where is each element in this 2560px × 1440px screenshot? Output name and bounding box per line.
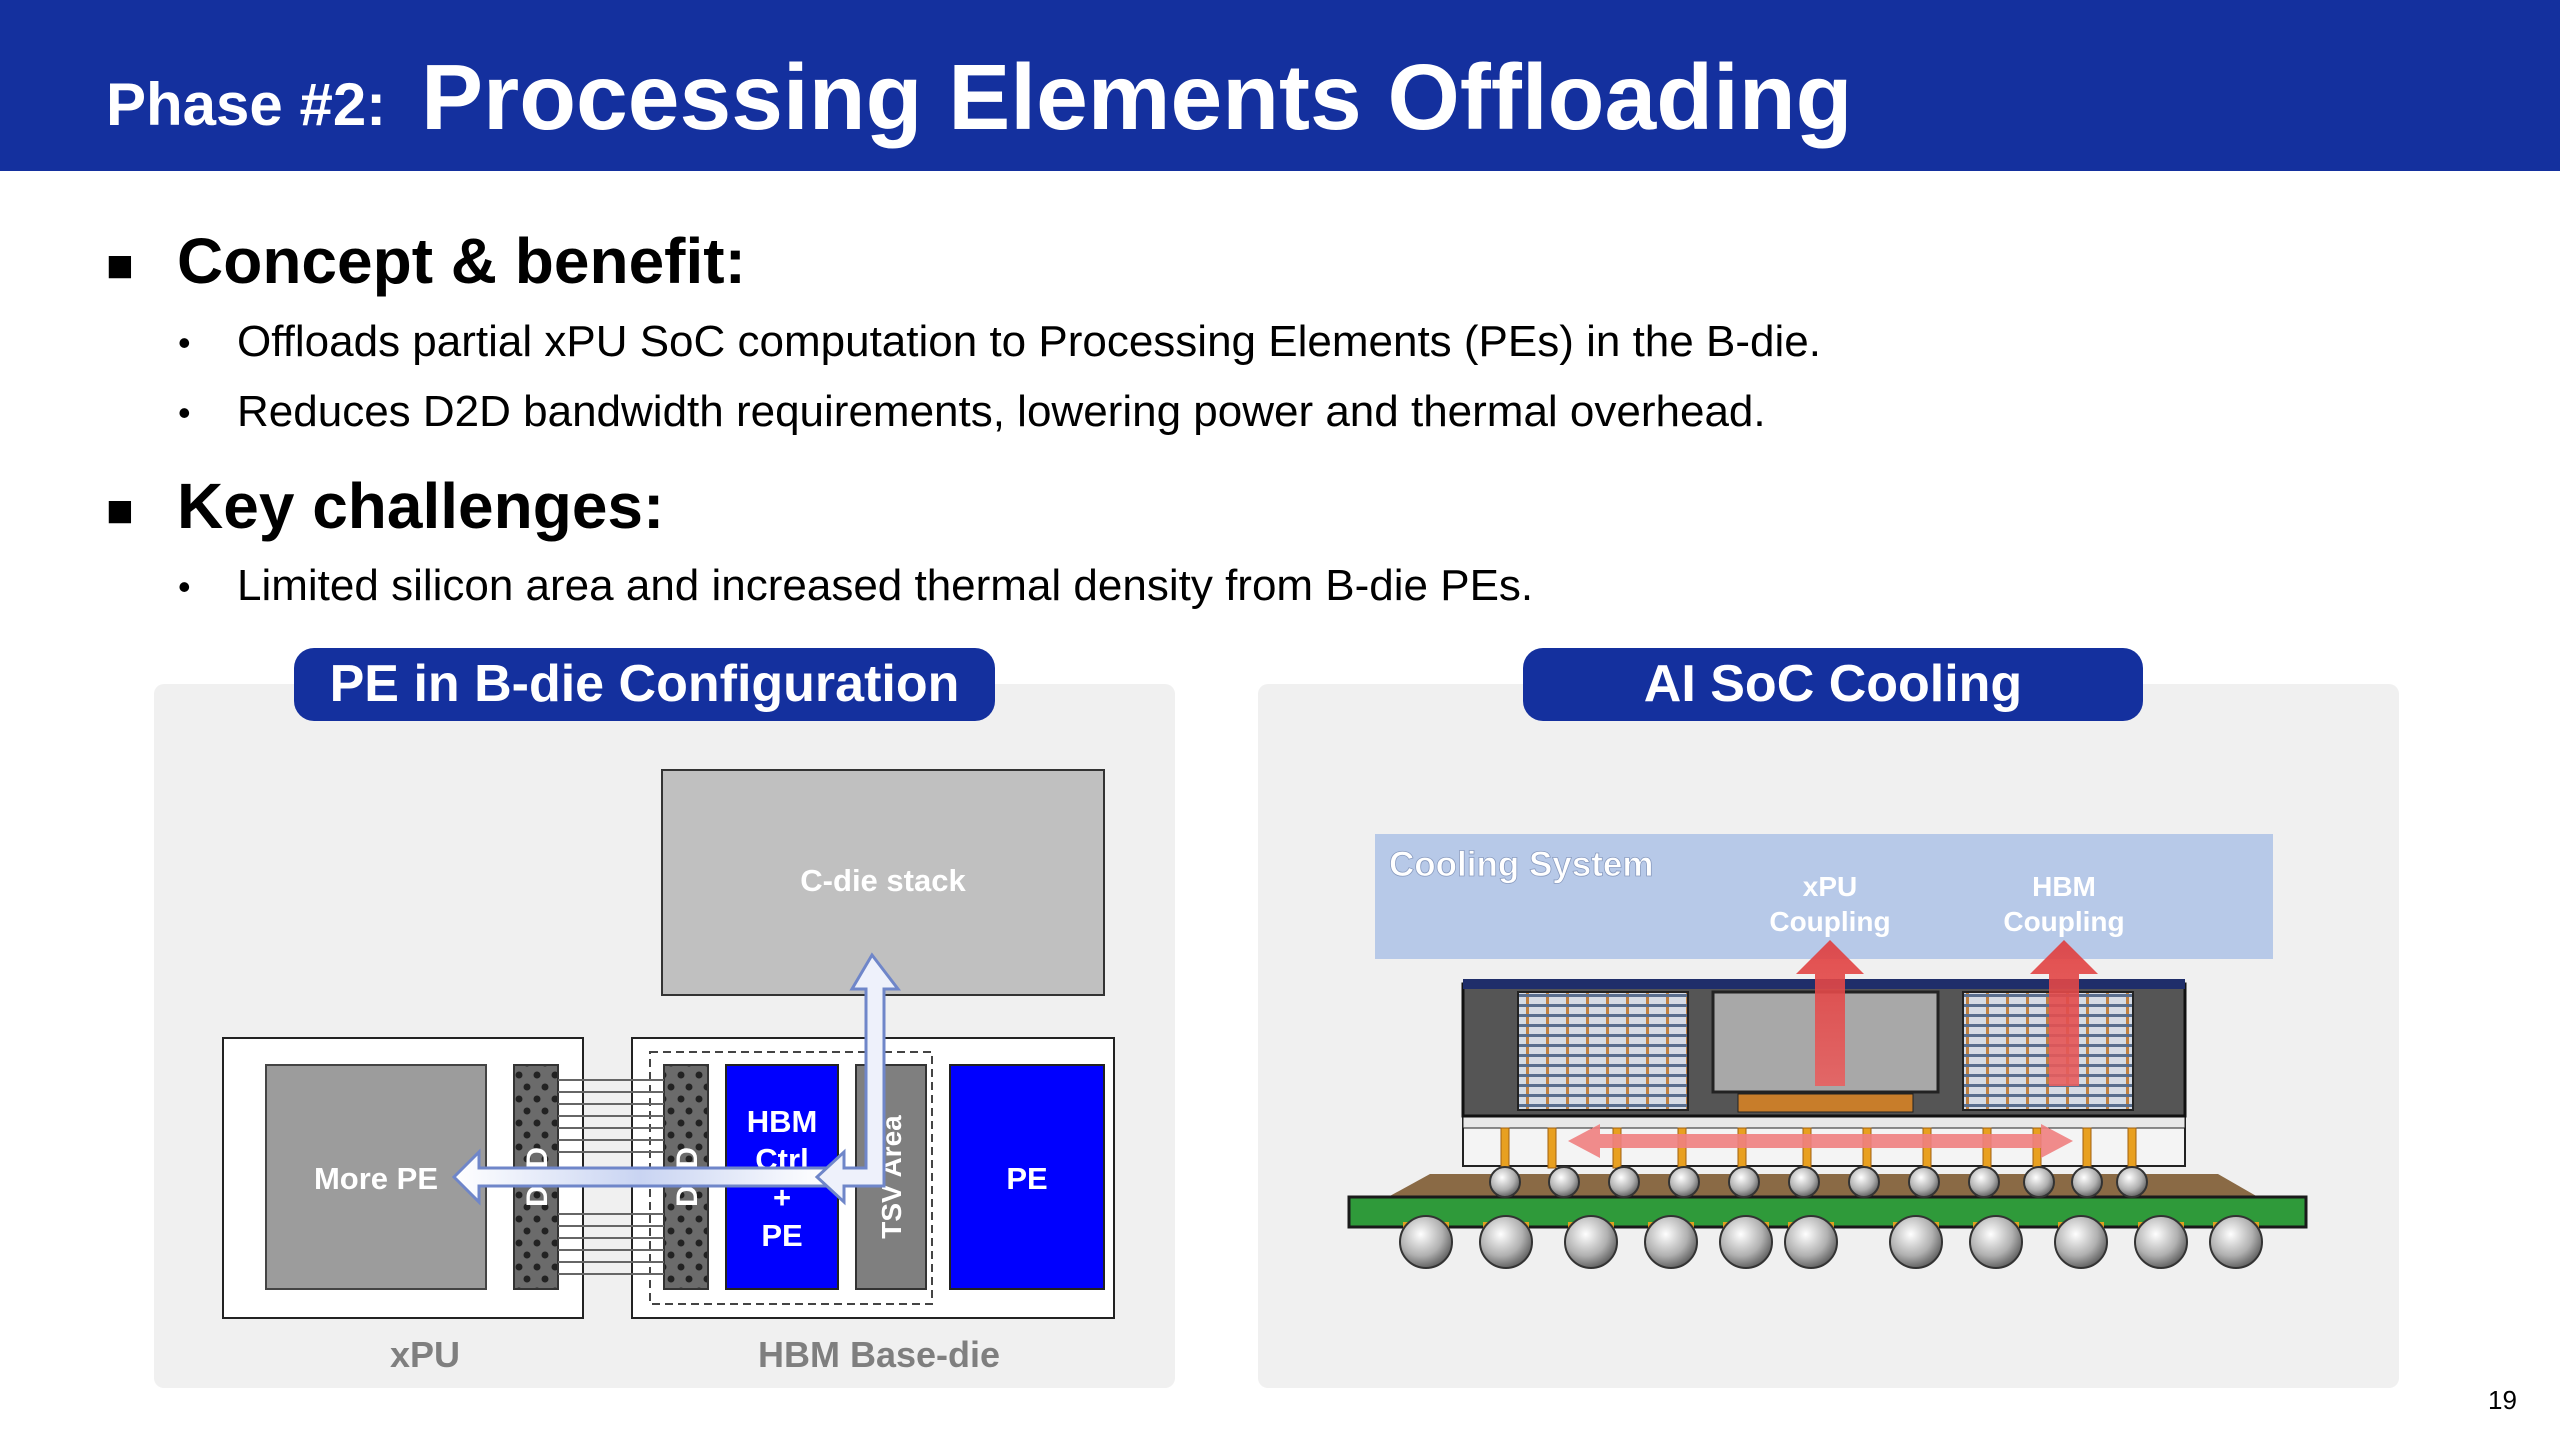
bullet-dot-icon: • [178, 392, 191, 433]
bullet-dot-icon: • [178, 322, 191, 363]
page-title: Processing Elements Offloading [421, 45, 1853, 149]
xpu-coupling-label-1: xPU [1803, 871, 1857, 902]
bullet-text: Offloads partial xPU SoC computation to … [237, 317, 1821, 366]
hbm-coupling-label-2: Coupling [2003, 906, 2124, 937]
more-pe-label: More PE [314, 1161, 438, 1196]
title-bar [0, 0, 2560, 171]
pe-label: PE [1006, 1161, 1047, 1196]
xpu-bumps [1737, 1093, 1914, 1113]
lateral-heat-arrow [1568, 1124, 2073, 1158]
cooling-system-label: Cooling System [1389, 845, 1653, 884]
hbm-ctrl-label-3: + [773, 1180, 791, 1215]
cooling-system-block [1375, 834, 2273, 959]
pe-to-cdie-arrow [814, 952, 902, 1206]
xpu-heat-arrow [1796, 940, 1864, 1086]
hbm-base-die-caption: HBM Base-die [758, 1334, 1000, 1375]
xpu-coupling-label-2: Coupling [1769, 906, 1890, 937]
bga-solder-balls [1399, 1215, 2263, 1269]
pe-box [949, 1064, 1105, 1290]
hbm-heat-arrow [2030, 940, 2098, 1086]
hbm-ctrl-label-4: PE [761, 1218, 802, 1253]
section-heading-concept: Concept & benefit: [177, 225, 746, 297]
square-bullet-icon: ■ [106, 239, 134, 291]
bullet-text: Limited silicon area and increased therm… [237, 561, 1534, 610]
d2d-wires [558, 1079, 664, 1275]
right-panel-title: AI SoC Cooling [1523, 648, 2143, 721]
title-prefix: Phase #2: [106, 71, 387, 138]
hbm-coupling-label-1: HBM [2032, 871, 2096, 902]
xpu-caption: xPU [390, 1334, 460, 1375]
c-die-stack-box [661, 769, 1105, 996]
c4-bumps [1489, 1166, 2148, 1198]
left-panel-title: PE in B-die Configuration [294, 648, 995, 721]
ai-soc-cooling-diagram: Cooling System xPU Coupling HBM Coupling [1347, 834, 2308, 1269]
bullet-text: Reduces D2D bandwidth requirements, lowe… [237, 387, 1766, 436]
more-pe-box [265, 1064, 487, 1290]
square-bullet-icon: ■ [106, 484, 134, 536]
bullet-dot-icon: • [178, 566, 191, 607]
hbm-stack-left [1517, 991, 1689, 1111]
pe-bdie-diagram: C-die stack More PE D2D D2D HBM Ctrl + P… [222, 769, 1115, 1375]
hbm-stack-right [1962, 991, 2134, 1111]
page-number: 19 [2488, 1385, 2517, 1415]
c-die-label: C-die stack [800, 863, 966, 898]
section-heading-challenges: Key challenges: [177, 470, 665, 542]
hbm-ctrl-label-1: HBM [747, 1104, 818, 1139]
